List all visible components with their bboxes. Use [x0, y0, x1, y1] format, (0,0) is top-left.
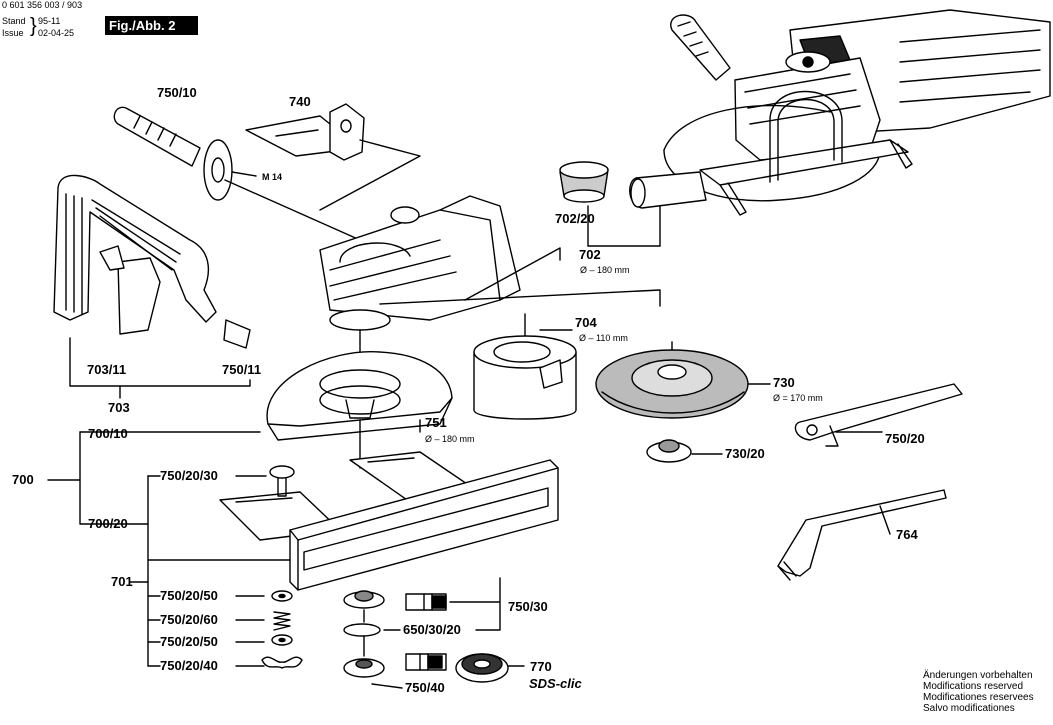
label-750-10: 750/10 — [157, 85, 197, 100]
label-m14: M 14 — [262, 172, 283, 182]
label-sds-clic: SDS-clic — [529, 676, 582, 691]
label-750-20-50-b: 750/20/50 — [160, 634, 218, 649]
label-702-20: 702/20 — [555, 211, 595, 226]
part-704-small-guard — [473, 335, 577, 420]
assembled-grinder-illustration — [629, 9, 1051, 216]
part-750-20-40-wing-nut — [261, 656, 303, 669]
spindle-detail-bottom — [405, 653, 447, 671]
center-grinder-illustration — [319, 195, 521, 343]
part-702-20-sleeve — [559, 161, 609, 203]
note-line-3: Modificationes reservees — [923, 692, 1034, 703]
label-750-11: 750/11 — [222, 362, 262, 377]
bracket-glyph: } — [30, 15, 37, 37]
label-750-40: 750/40 — [405, 680, 445, 695]
label-730: 730 — [773, 375, 795, 390]
label-730-20: 730/20 — [725, 446, 765, 461]
part-740-plate — [245, 103, 365, 161]
label-650-30-20: 650/30/20 — [403, 622, 461, 637]
issue-label: Issue — [2, 28, 24, 38]
note-line-2: Modifications reserved — [923, 681, 1024, 692]
label-764: 764 — [896, 527, 918, 542]
label-703: 703 — [108, 400, 130, 415]
part-700-cutting-guide — [219, 451, 559, 591]
issue-value: 02-04-25 — [38, 28, 75, 38]
label-701: 701 — [111, 574, 133, 589]
label-750-20: 750/20 — [885, 431, 925, 446]
label-702: 702 — [579, 247, 601, 262]
label-750-20-60: 750/20/60 — [160, 612, 218, 627]
part-750-10-side-handle — [113, 106, 257, 201]
label-730-dim: Ø = 170 mm — [773, 393, 823, 403]
label-700-20: 700/20 — [88, 516, 128, 531]
part-750-30-flange — [343, 590, 385, 609]
note-line-4: Salvo modificationes — [923, 703, 1015, 714]
label-703-11: 703/11 — [87, 362, 127, 377]
part-750-40-nut — [343, 658, 385, 678]
spindle-detail-top — [405, 593, 447, 611]
label-704-dim: Ø – 110 mm — [579, 333, 628, 343]
part-750-20-50-washer-2 — [271, 634, 293, 646]
part-730-sanding-disc — [595, 349, 749, 419]
part-750-20-50-washer — [271, 590, 293, 602]
part-650-30-20-o-ring — [343, 623, 381, 637]
part-764-pin-wrench — [777, 489, 947, 581]
label-751: 751 — [425, 415, 447, 430]
label-700-10: 700/10 — [88, 426, 128, 441]
stand-value: 95-11 — [38, 16, 61, 26]
label-702-dim: Ø – 180 mm — [580, 265, 630, 275]
label-751-dim: Ø – 180 mm — [425, 434, 475, 444]
label-750-20-30: 750/20/30 — [160, 468, 218, 483]
part-750-20-wrench — [794, 383, 963, 447]
label-750-30: 750/30 — [508, 599, 548, 614]
stand-label: Stand — [2, 16, 26, 26]
part-751-wheel-guard — [266, 350, 453, 441]
part-770-sds-clic-nut — [455, 653, 509, 683]
part-703-bow-guard — [53, 174, 251, 349]
label-750-20-40: 750/20/40 — [160, 658, 218, 673]
label-740: 740 — [289, 94, 311, 109]
part-730-20-flange — [646, 439, 692, 463]
label-704: 704 — [575, 315, 597, 330]
label-770: 770 — [530, 659, 552, 674]
part-number: 0 601 356 003 / 903 — [2, 0, 83, 10]
part-750-20-60-spring — [273, 611, 291, 631]
note-line-1: Änderungen vorbehalten — [923, 670, 1033, 681]
label-700: 700 — [12, 472, 34, 487]
label-750-20-50-a: 750/20/50 — [160, 588, 218, 603]
figure-label: Fig./Abb. 2 — [105, 16, 198, 35]
